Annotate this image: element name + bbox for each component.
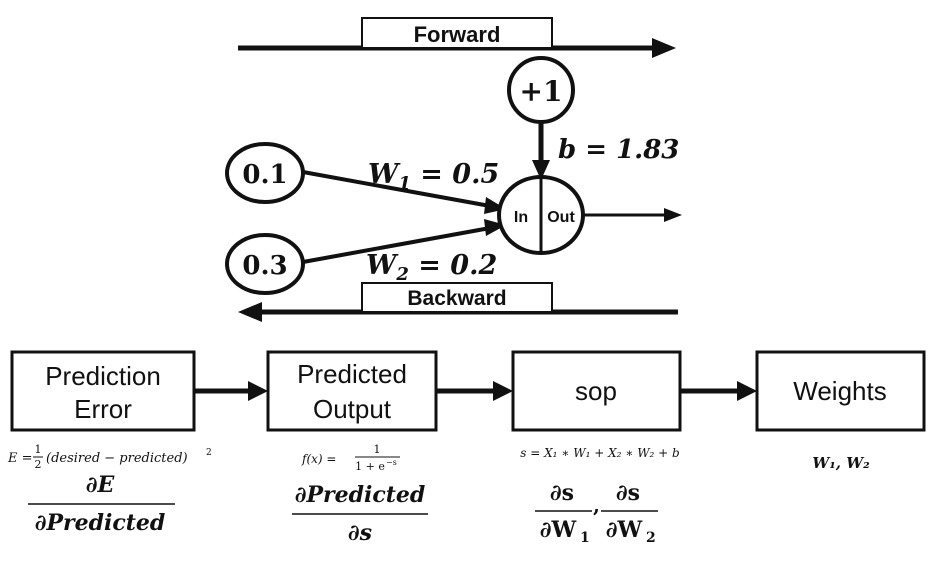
svg-text:1: 1	[374, 443, 381, 456]
box-weights-label: Weights	[793, 376, 886, 406]
svg-text:∂E: ∂E	[86, 472, 116, 498]
svg-text:∂Predicted: ∂Predicted	[35, 510, 166, 536]
box-weights	[755, 350, 926, 432]
neuron-in-label: In	[514, 209, 528, 226]
svg-text:2: 2	[206, 448, 212, 458]
svg-text:−s: −s	[386, 458, 397, 467]
box-sop-label: sop	[575, 376, 617, 406]
input-node-2-label: 0.3	[242, 251, 287, 281]
bias-node-label: +1	[520, 75, 563, 108]
svg-text:(desired − predicted): (desired − predicted)	[46, 451, 188, 466]
pipe-arrow-1	[194, 381, 268, 401]
bias-arrow	[532, 122, 550, 180]
w2-arrow	[302, 219, 506, 264]
activation-formula: f(x) = 1 1 + e −s	[301, 443, 400, 473]
svg-text:2: 2	[35, 458, 42, 471]
bias-weight-label: b = 1.83	[558, 135, 679, 165]
input-node-1-label: 0.1	[242, 160, 287, 190]
svg-text:∂s: ∂s	[348, 520, 372, 546]
svg-text:1: 1	[35, 443, 42, 456]
box-prediction-error-line2: Error	[74, 394, 132, 424]
svg-text:,: ,	[593, 493, 600, 517]
error-formula: E = 1 2 (desired − predicted) 2	[7, 443, 212, 471]
neuron-out-label: Out	[547, 209, 575, 226]
svg-text:E =: E =	[7, 451, 33, 466]
svg-text:2: 2	[646, 530, 656, 546]
svg-text:1: 1	[580, 530, 590, 546]
forward-label-box	[361, 17, 553, 49]
error-derivative: ∂E ∂Predicted	[28, 472, 175, 536]
input-node-2	[225, 233, 305, 295]
svg-text:∂W: ∂W	[606, 517, 643, 543]
sop-derivatives: ∂s ∂W 1 , ∂s ∂W 2	[535, 480, 658, 546]
svg-text:∂s: ∂s	[616, 480, 640, 506]
backward-label-box	[361, 282, 553, 313]
activation-derivative: ∂Predicted ∂s	[292, 482, 428, 546]
svg-text:f(x) =: f(x) =	[301, 452, 336, 466]
box-prediction-error-line1: Prediction	[45, 361, 161, 391]
box-predicted-output-line2: Output	[313, 394, 392, 424]
sop-formula: s = X₁ ∗ W₁ + X₂ ∗ W₂ + b	[520, 446, 679, 460]
pipe-arrow-2	[436, 381, 513, 401]
w2-label: W2 = 0.2	[366, 250, 497, 285]
backward-label: Backward	[407, 287, 506, 310]
pipe-arrow-3	[680, 381, 757, 401]
svg-text:1 + e: 1 + e	[355, 460, 385, 473]
forward-label: Forward	[414, 22, 501, 47]
svg-text:∂W: ∂W	[540, 517, 577, 543]
svg-text:∂Predicted: ∂Predicted	[295, 482, 426, 508]
weights-formula: W₁, W₂	[812, 454, 870, 472]
output-arrow	[583, 208, 682, 222]
svg-text:∂s: ∂s	[550, 480, 574, 506]
w1-label: W1 = 0.5	[368, 159, 499, 194]
box-predicted-output-line1: Predicted	[297, 359, 407, 389]
